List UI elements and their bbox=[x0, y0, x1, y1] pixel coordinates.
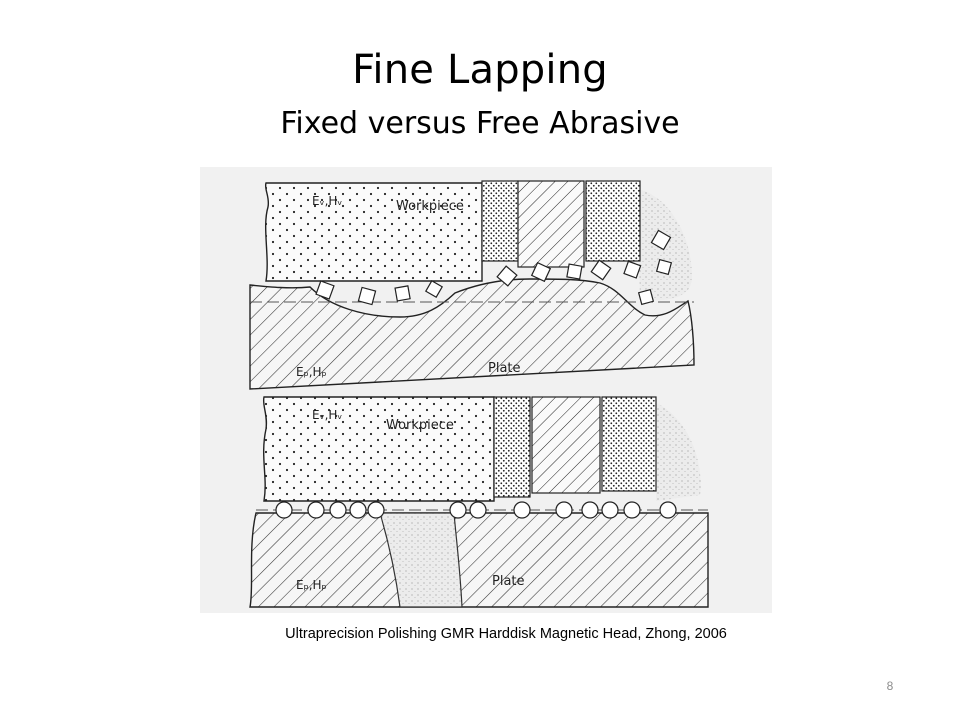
workpiece-label-bottom: Workpiece bbox=[386, 418, 454, 433]
plate-props-top: Eₚ,Hₚ bbox=[296, 365, 327, 379]
slide-subtitle: Fixed versus Free Abrasive bbox=[280, 106, 680, 141]
plate-groove bbox=[379, 512, 463, 608]
figure-caption: Ultraprecision Polishing GMR Harddisk Ma… bbox=[285, 626, 727, 642]
slurry-cloud-bottom bbox=[656, 403, 701, 501]
slide-title: Fine Lapping bbox=[352, 47, 608, 93]
head-layer-hatch-bottom bbox=[531, 396, 601, 494]
abrasive-particles-top bbox=[315, 229, 673, 306]
workpiece-props-top: Eᵥ,Hᵥ bbox=[312, 194, 342, 208]
plate-bottom bbox=[249, 512, 709, 608]
page-number: 8 bbox=[886, 679, 894, 693]
head-layer-hatch bbox=[517, 180, 585, 268]
lapping-diagram: Eᵥ,Hᵥ Workpiece Plate Eₚ,Hₚ bbox=[200, 167, 772, 613]
plate-label-bottom: Plate bbox=[492, 574, 525, 589]
head-layer-dots-1 bbox=[481, 180, 519, 262]
head-layer-dots-2 bbox=[585, 180, 641, 262]
head-layer-dots-1-bottom bbox=[493, 396, 531, 498]
plate-label-top: Plate bbox=[488, 361, 521, 376]
top-panel: Eᵥ,Hᵥ Workpiece Plate Eₚ,Hₚ bbox=[249, 180, 695, 390]
head-layer-dots-2-bottom bbox=[601, 396, 657, 492]
abrasive-particles-bottom bbox=[275, 501, 677, 519]
workpiece-bottom bbox=[262, 396, 495, 502]
plate-props-bottom: Eₚ,Hₚ bbox=[296, 578, 327, 592]
bottom-panel: Eᵥ,Hᵥ Workpiece Plate Eₚ,Hₚ bbox=[249, 396, 709, 608]
workpiece-top bbox=[264, 182, 483, 282]
workpiece-props-bottom: Eᵥ,Hᵥ bbox=[312, 408, 342, 422]
workpiece-label-top: Workpiece bbox=[396, 199, 464, 214]
